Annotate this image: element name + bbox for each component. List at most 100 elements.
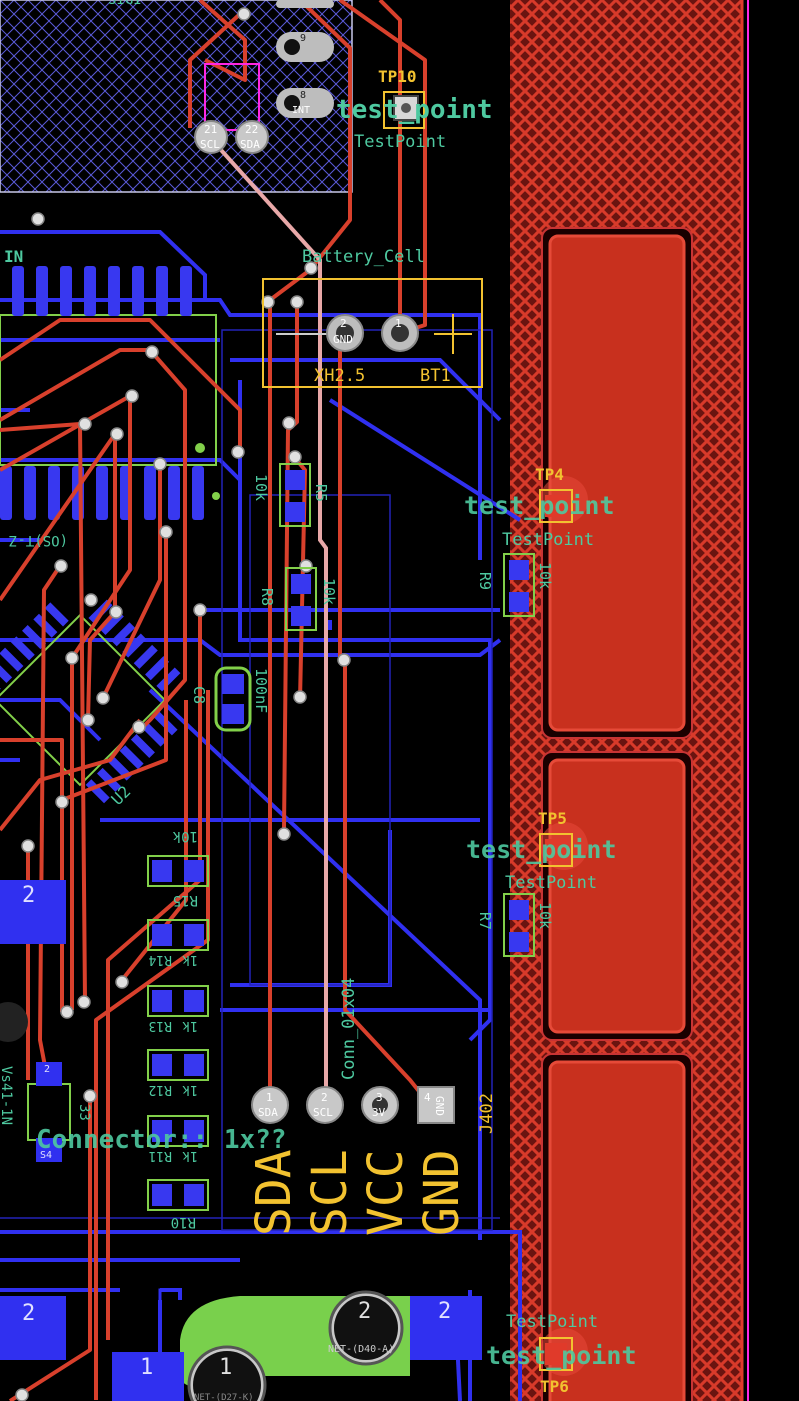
connector-pin-1[interactable]: 1 SDA xyxy=(251,1086,289,1124)
tp10-value: TestPoint xyxy=(354,132,446,152)
connector-label-gnd: GND xyxy=(414,1149,470,1236)
u2-partial-label: (OS)T-Z xyxy=(9,532,68,548)
resistor-r11[interactable]: 1k R11 xyxy=(147,1115,209,1163)
connector-pin-3[interactable]: 3 3V xyxy=(361,1086,399,1124)
bottom-pad-1a[interactable]: 1 xyxy=(112,1352,184,1401)
testpoint-tp10[interactable]: test_point TP10 TestPoint xyxy=(336,67,493,152)
r13-ref: R13 xyxy=(149,1018,172,1033)
connector-label-scl: SCL xyxy=(302,1149,358,1236)
testpoint-tp5[interactable]: TP5 test_point TestPoint xyxy=(466,809,617,893)
tp4-footprint: test_point xyxy=(464,491,615,520)
battery-pin-2-num: 2 xyxy=(340,317,347,330)
bottom-pad-1b-num: 1 xyxy=(219,1355,232,1380)
i2c-pad-outline xyxy=(204,63,260,131)
conn-pin-3-net: 3V xyxy=(372,1106,386,1119)
header-pad-8[interactable]: 8 INT xyxy=(276,88,334,118)
r7-value: 10k xyxy=(536,902,554,929)
connector-ref: J402 xyxy=(477,1093,497,1134)
battery-pin-1[interactable]: 1 xyxy=(381,314,419,352)
i2c-pad-22[interactable]: 22 SDA xyxy=(235,120,269,154)
small-pad-top: 2 xyxy=(44,1064,50,1075)
resistor-r12[interactable]: 1k R12 xyxy=(147,1049,209,1097)
r7-ref: R7 xyxy=(476,912,494,930)
conn-pin-2-net: SCL xyxy=(313,1106,333,1119)
battery-pin-2[interactable]: 2 GND xyxy=(326,314,364,352)
battery-bt1[interactable]: Battery_Cell 2 GND 1 XH2.5 BT1 xyxy=(262,247,483,388)
conn-pin-4-num: 4 xyxy=(424,1091,431,1104)
i2c-pad-22-net: SDA xyxy=(240,138,260,151)
resistor-r15[interactable]: 10k R15 xyxy=(147,828,209,908)
connector-pin-4[interactable]: 4 GND xyxy=(417,1086,455,1124)
net-d40-a: NET-(D40-A) xyxy=(328,1344,394,1355)
conn-pin-4-net: GND xyxy=(433,1096,446,1116)
r13-value: 1k xyxy=(182,1018,198,1033)
resistor-r7[interactable]: R7 10k xyxy=(476,893,554,957)
i2c-pad-21-num: 21 xyxy=(204,123,217,136)
bottom-pad-2b-num: 2 xyxy=(438,1299,451,1324)
connector-label-sda: SDA xyxy=(246,1149,302,1236)
tp6-ref: TP6 xyxy=(540,1377,569,1396)
resistor-r8[interactable]: R8 10k xyxy=(258,567,338,631)
left-pad-2-num: 2 xyxy=(22,883,35,908)
r14-ref: R14 xyxy=(148,952,172,967)
header-pad-9[interactable]: 9 xyxy=(276,32,334,62)
r8-value: 10k xyxy=(320,578,338,605)
r9-ref: R9 xyxy=(476,572,494,590)
small-diode-s4[interactable]: 2 S4 xyxy=(27,1062,71,1162)
resistor-r10[interactable]: R10 xyxy=(147,1179,209,1230)
conn-pin-2-num: 2 xyxy=(321,1091,328,1104)
testpoint-tp4[interactable]: TP4 test_point TestPoint xyxy=(464,465,615,550)
bottom-pad-1a-num: 1 xyxy=(140,1355,153,1380)
tp5-footprint: test_point xyxy=(466,835,617,864)
r5-ref: R5 xyxy=(312,484,330,502)
bottom-pad-1b[interactable]: 1 NET-(D27-K) xyxy=(187,1345,267,1401)
side-value-33: 33 xyxy=(76,1104,92,1121)
r10-ref: R10 xyxy=(171,1214,196,1230)
tp5-ref: TP5 xyxy=(538,809,567,828)
bottom-left-pad-num: 2 xyxy=(22,1301,35,1326)
tp5-value: TestPoint xyxy=(505,873,597,893)
battery-pad-2 xyxy=(548,758,686,1034)
bottom-left-pad-2[interactable]: 2 xyxy=(0,1296,66,1360)
c8-ref: C8 xyxy=(190,686,208,704)
battery-ref: BT1 xyxy=(420,366,451,386)
capacitor-c8[interactable]: C8 100nF xyxy=(190,666,270,732)
r9-value: 10k xyxy=(536,562,554,589)
ground-pour-zone xyxy=(510,0,749,1401)
tp6-value: TestPoint xyxy=(506,1312,598,1332)
battery-pin-1-num: 1 xyxy=(395,317,402,330)
left-edge-label: IN xyxy=(4,247,23,266)
resistor-r14[interactable]: 1k R14 xyxy=(147,919,209,967)
r14-value: 1k xyxy=(182,952,198,967)
bottom-pad-2a-num: 2 xyxy=(358,1299,371,1324)
tp10-ref: TP10 xyxy=(378,67,417,86)
connector-j402[interactable]: Conn_01x04 1 SDA 2 SCL 3 3V 4 GND J402 C… xyxy=(36,978,497,1236)
header-pad-8-net: INT xyxy=(292,105,310,116)
resistor-r9[interactable]: R9 10k xyxy=(476,553,554,617)
small-pad-bottom: S4 xyxy=(40,1150,52,1161)
battery-name: Battery_Cell xyxy=(302,247,425,267)
tp4-ref: TP4 xyxy=(535,465,564,484)
i2c-pad-21[interactable]: 21 SCL xyxy=(194,120,228,154)
r8-ref: R8 xyxy=(258,588,276,606)
via-markers xyxy=(15,7,351,1401)
battery-footprint: XH2.5 xyxy=(314,366,365,386)
r11-ref: R11 xyxy=(149,1148,172,1163)
left-pad-2[interactable]: 2 xyxy=(0,880,66,944)
battery-pad-3 xyxy=(548,1060,686,1401)
scl-pink-trace xyxy=(210,138,328,1100)
conn-pin-3-num: 3 xyxy=(376,1091,383,1104)
conn-pin-1-num: 1 xyxy=(266,1091,273,1104)
testpoint-tp6[interactable]: TestPoint test_point TP6 xyxy=(486,1312,637,1396)
bottom-pad-2b[interactable]: 2 xyxy=(410,1296,482,1360)
header-pad-9-num: 9 xyxy=(300,33,306,44)
r15-value: 10k xyxy=(172,828,198,844)
resistor-r5[interactable]: 10k R5 xyxy=(252,463,330,527)
tp4-value: TestPoint xyxy=(502,530,594,550)
resistor-r13[interactable]: 1k R13 xyxy=(147,985,209,1033)
connector-pin-2[interactable]: 2 SCL xyxy=(306,1086,344,1124)
bottom-pad-2a[interactable]: 2 NET-(D40-A) xyxy=(328,1290,404,1366)
conn-pin-1-net: SDA xyxy=(258,1106,278,1119)
resistor-column: 10k R15 1k R14 1k R13 1k R12 1k R11 xyxy=(147,828,209,1230)
